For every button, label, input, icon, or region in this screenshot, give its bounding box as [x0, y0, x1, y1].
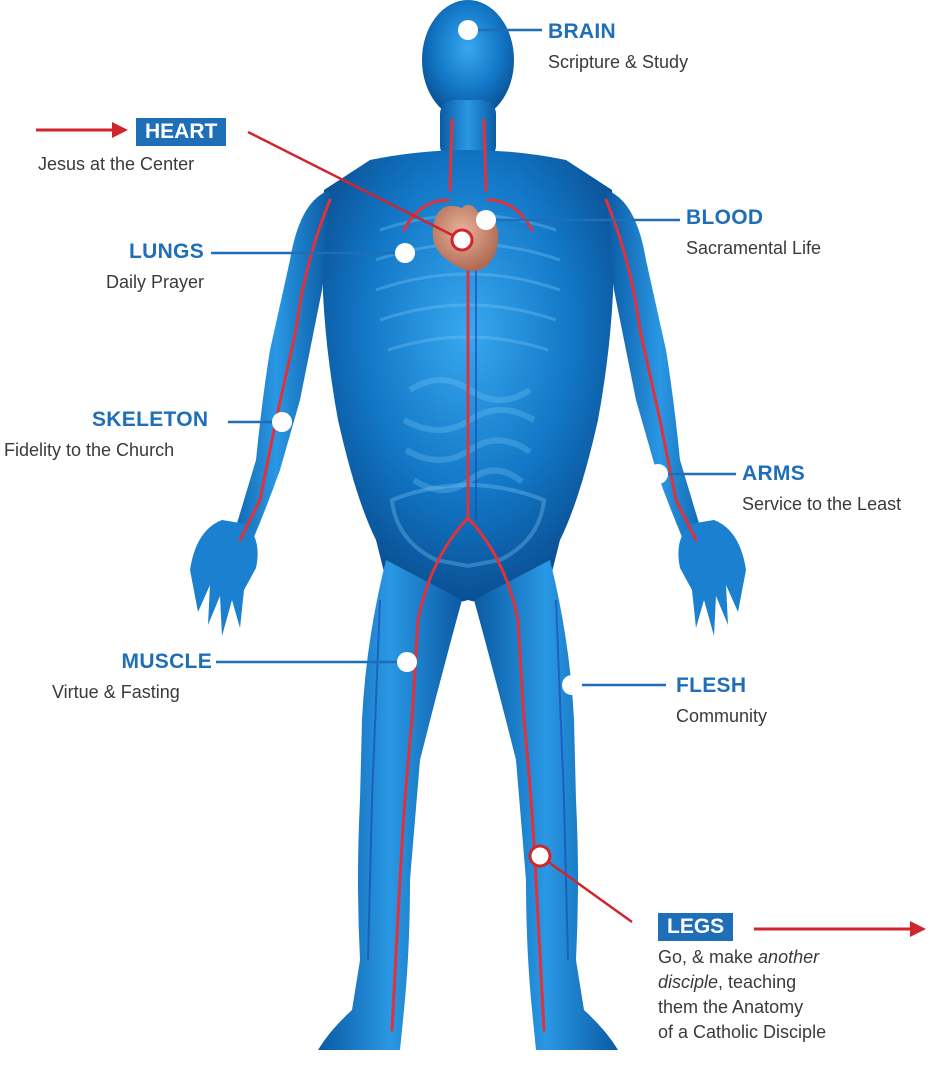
- right-leg: [318, 560, 462, 1050]
- brain-label: BRAIN Scripture & Study: [548, 20, 688, 74]
- heart-label: HEART Jesus at the Center: [36, 118, 232, 176]
- lungs-marker: [395, 243, 415, 263]
- brain-title: BRAIN: [548, 20, 688, 44]
- blood-title: BLOOD: [686, 206, 821, 230]
- legs-subtitle-emphasis-disciple: disciple: [658, 972, 718, 992]
- legs-subtitle-line4: of a Catholic Disciple: [658, 1022, 826, 1042]
- muscle-subtitle: Virtue & Fasting: [52, 680, 212, 704]
- flesh-subtitle: Community: [676, 704, 767, 728]
- brain-subtitle: Scripture & Study: [548, 50, 688, 74]
- legs-subtitle-emphasis-another: another: [758, 947, 819, 967]
- heart-title: HEART: [136, 118, 226, 146]
- legs-subtitle-line2: , teaching: [718, 972, 796, 992]
- arms-marker: [648, 464, 668, 484]
- left-leg: [474, 560, 618, 1050]
- heart-marker: [452, 230, 472, 250]
- flesh-title: FLESH: [676, 674, 767, 698]
- legs-subtitle-line3: them the Anatomy: [658, 997, 803, 1017]
- skeleton-title: SKELETON: [4, 408, 228, 432]
- flesh-label: FLESH Community: [676, 674, 767, 728]
- legs-title: LEGS: [658, 913, 733, 941]
- muscle-marker: [397, 652, 417, 672]
- arms-title: ARMS: [742, 462, 901, 486]
- legs-subtitle: Go, & make another disciple, teaching th…: [658, 945, 918, 1045]
- skeleton-subtitle: Fidelity to the Church: [4, 438, 228, 462]
- legs-marker: [530, 846, 550, 866]
- arms-label: ARMS Service to the Least: [742, 462, 901, 516]
- brain-marker: [458, 20, 478, 40]
- lungs-title: LUNGS: [60, 240, 204, 264]
- arms-subtitle: Service to the Least: [742, 492, 901, 516]
- muscle-label: MUSCLE Virtue & Fasting: [30, 650, 212, 704]
- lungs-subtitle: Daily Prayer: [60, 270, 204, 294]
- muscle-title: MUSCLE: [30, 650, 212, 674]
- flesh-marker: [562, 675, 582, 695]
- left-hand: [678, 520, 746, 636]
- legs-label: LEGS Go, & make another disciple, teachi…: [658, 913, 918, 1045]
- blood-subtitle: Sacramental Life: [686, 236, 821, 260]
- skeleton-marker: [272, 412, 292, 432]
- blood-marker: [476, 210, 496, 230]
- right-hand: [190, 520, 258, 636]
- lungs-label: LUNGS Daily Prayer: [60, 240, 204, 294]
- blood-label: BLOOD Sacramental Life: [686, 206, 821, 260]
- legs-subtitle-prefix: Go, & make: [658, 947, 758, 967]
- skeleton-label: SKELETON Fidelity to the Church: [4, 408, 228, 462]
- heart-subtitle: Jesus at the Center: [38, 152, 232, 176]
